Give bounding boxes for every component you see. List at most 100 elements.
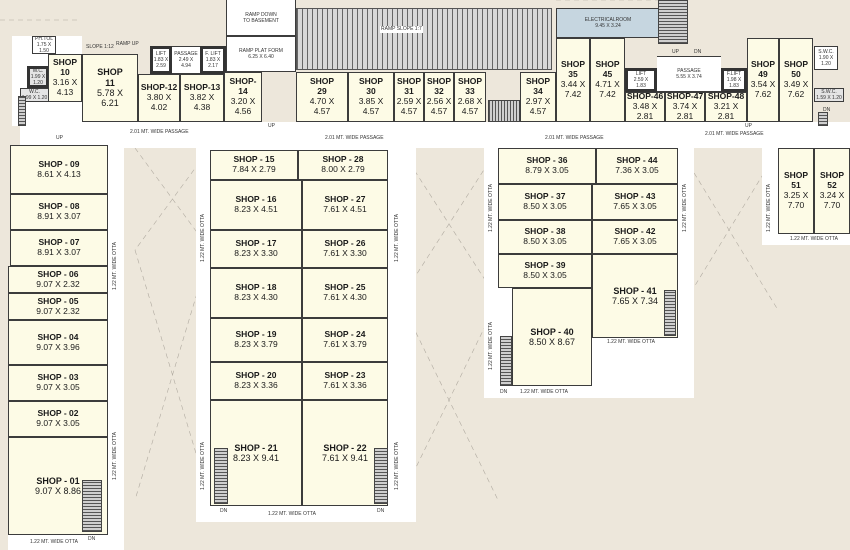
shop-dimensions: 3.24 X 7.70 (819, 190, 845, 210)
shop-name: SHOP - 43 (614, 191, 656, 202)
shop-name: SHOP 51 (783, 170, 809, 191)
shop-dimensions: 7.61 X 4.51 (323, 204, 367, 214)
otta-label-mid-bottom: 1.22 MT. WIDE OTTA (268, 511, 316, 517)
ramp-slope-label: RAMP SLOPE 1:7 (380, 26, 423, 33)
lift-two: F. LIFT 1.83 X 2.17 (200, 46, 226, 74)
shop-name: SHOP - 28 (322, 154, 364, 165)
shop-dimensions: 3.80 X 4.02 (146, 92, 172, 112)
shop-dimensions: 7.65 X 3.05 (613, 201, 657, 211)
ramp-platform: RAMP PLAT FORM 6.25 X 6.40 (226, 36, 296, 72)
passage-label-4: 2.01 MT. WIDE PASSAGE (705, 131, 764, 137)
shop-dimensions: 7.65 X 3.05 (613, 236, 657, 246)
shop-dimensions: 9.07 X 2.32 (36, 278, 80, 289)
shop-name: SHOP - 38 (524, 226, 566, 237)
ramp-down-box: RAMP DOWN TO BASEMENT (226, 0, 296, 36)
shop-dimensions: 3.20 X 4.56 (230, 96, 256, 116)
up-label-4: UP (745, 123, 752, 129)
shop-dimensions: 9.07 X 3.96 (36, 341, 80, 352)
shop-name: SHOP - 04 (37, 331, 79, 342)
shop-name: SHOP - 26 (324, 238, 366, 249)
shop-name: SHOP 50 (783, 59, 809, 80)
otta-label-right-bottom: 1.22 MT. WIDE OTTA (520, 389, 568, 395)
otta-label-v9: 1.22 MT. WIDE OTTA (682, 184, 688, 232)
shop-name: SHOP - 36 (526, 155, 568, 166)
shop-dimensions: 9.07 X 8.86 (34, 486, 82, 496)
stairs-shop-34 (488, 100, 520, 122)
shop-name: SHOP - 41 (613, 285, 657, 296)
otta-label-v6: 1.22 MT. WIDE OTTA (394, 442, 400, 490)
toilet-ph: PH.TOL 1.75 X 1.50 (32, 36, 56, 54)
shop-dimensions: 7.61 X 9.41 (321, 453, 369, 463)
up-label-3: UP (672, 49, 679, 55)
top-passage (20, 122, 850, 148)
shop-dimensions: 3.85 X 4.57 (358, 96, 384, 116)
shop-dimensions: 8.50 X 3.05 (523, 236, 567, 246)
otta-label-v5: 1.22 MT. WIDE OTTA (394, 214, 400, 262)
passage-two: PASSAGE 5.55 X 3.74 (657, 56, 721, 92)
shop-name: SHOP - 22 (323, 442, 367, 453)
dn-label-6: DN (823, 107, 831, 113)
lift-four: F.LIFT 1.98 X 1.83 (721, 68, 747, 92)
shop-dimensions: 3.25 X 7.70 (783, 190, 809, 210)
shop-name: SHOP-14 (229, 76, 257, 97)
shop-name: SHOP - 37 (524, 191, 566, 202)
shop-dimensions: 8.23 X 4.51 (234, 204, 278, 214)
shop-dimensions: 3.44 X 7.42 (560, 79, 586, 99)
shop-dimensions: 3.54 X 7.62 (750, 79, 776, 99)
shop-name: SHOP - 44 (616, 155, 658, 166)
wc-right-upper: S.W.C. 1.90 X 1.20 (814, 46, 838, 70)
shop-name: SHOP - 20 (235, 370, 277, 381)
